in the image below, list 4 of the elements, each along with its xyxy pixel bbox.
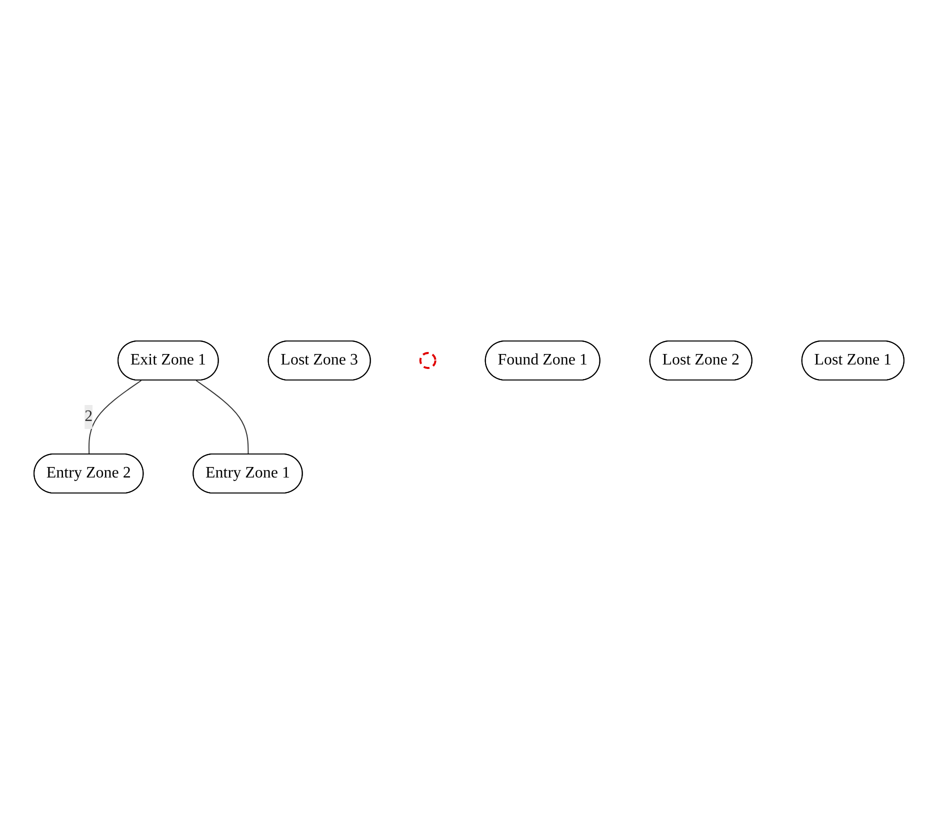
connector [196,380,249,454]
edge-label: 2 [84,407,93,424]
connector [88,380,142,454]
node-circle [419,352,436,368]
